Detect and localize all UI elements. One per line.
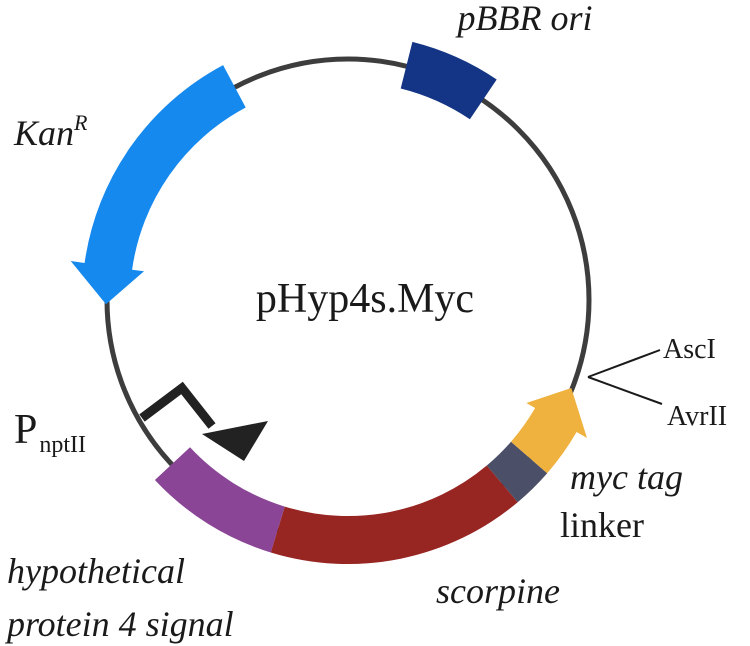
promoter-label-subscript: nptII: [39, 432, 86, 458]
avrII-site-line: [587, 376, 663, 405]
hyp4-signal-label-line2: protein 4 signal: [4, 604, 234, 644]
myc-tag-label: myc tag: [570, 457, 683, 497]
kanr-label-superscript: R: [73, 110, 88, 135]
scorpine-label: scorpine: [436, 571, 560, 611]
promoter-label-main: P: [14, 407, 37, 453]
promoter-label: PnptII: [14, 407, 86, 458]
ascI-site-line: [587, 349, 661, 378]
myc-tag-feature: [511, 388, 587, 474]
kanr-label-main: Kan: [13, 113, 74, 153]
plasmid-name: pHyp4s.Myc: [256, 276, 474, 322]
kanr-feature: [70, 65, 246, 305]
hypothetical-protein-signal-feature: [154, 447, 285, 553]
hyp4-signal-label-line1: hypothetical: [7, 551, 185, 591]
promoter-arrow-icon: [139, 381, 268, 461]
ascI-label: AscI: [663, 334, 716, 365]
kanr-label: KanR: [13, 110, 88, 153]
scorpine-feature: [270, 465, 518, 565]
avrII-label: AvrII: [667, 401, 727, 432]
pbbr-ori-feature: [400, 41, 497, 120]
linker-label: linker: [560, 505, 644, 545]
linker-feature: [486, 441, 548, 503]
pbbr-ori-label: pBBR ori: [455, 0, 593, 38]
